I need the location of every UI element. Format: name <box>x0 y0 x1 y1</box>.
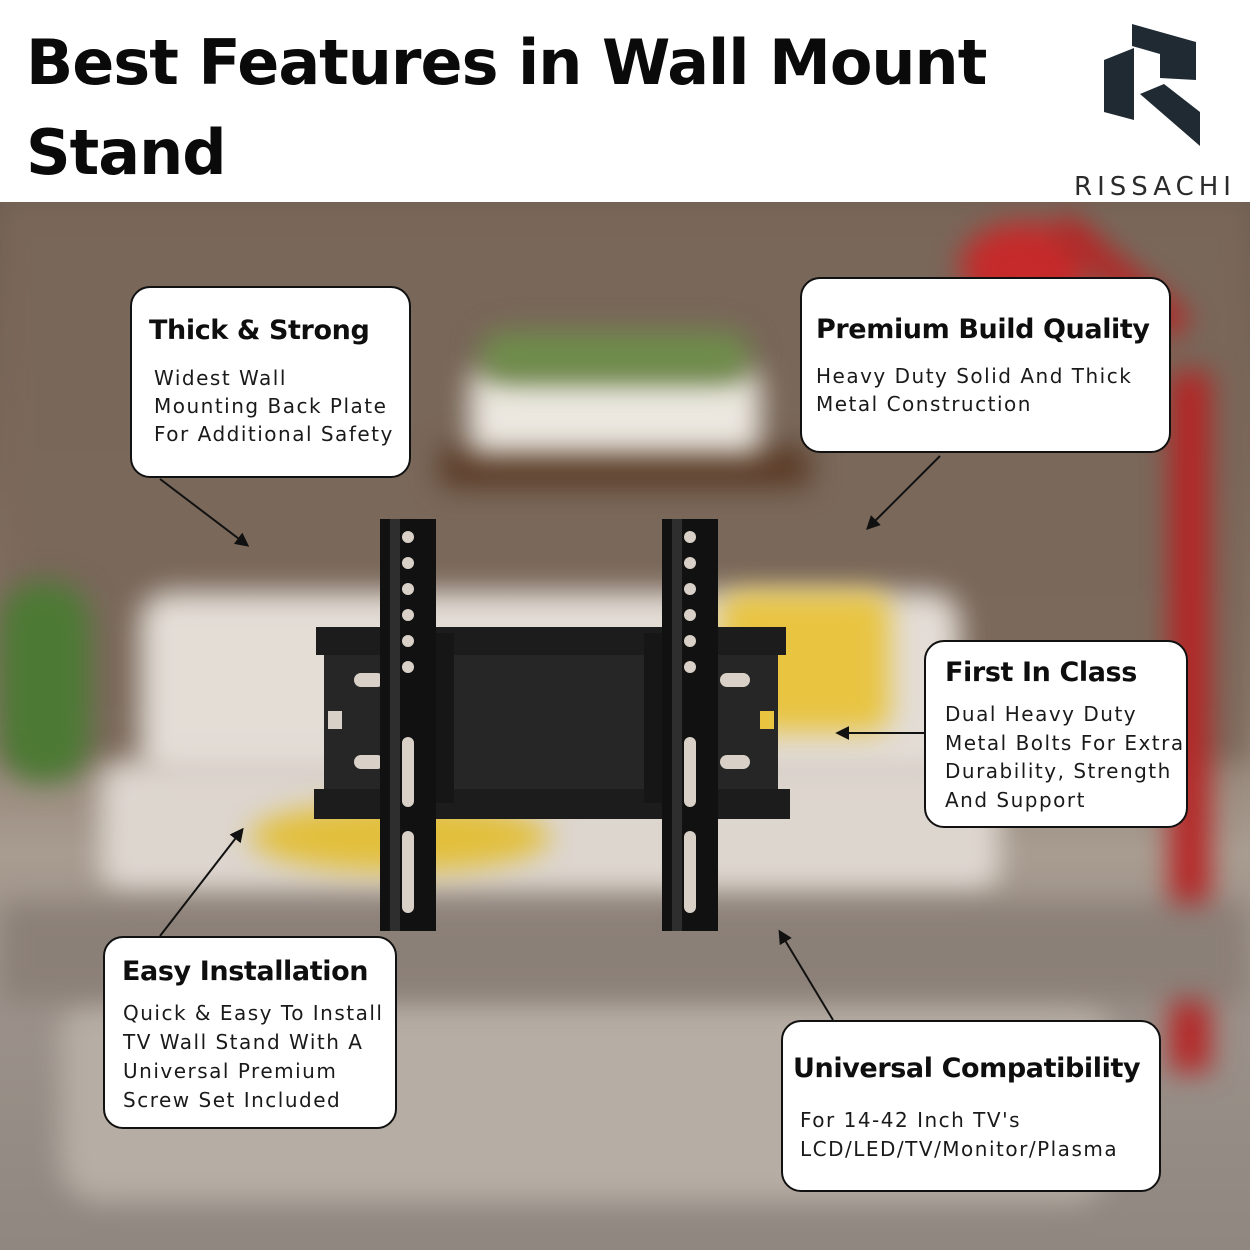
feature-line: Dual Heavy Duty <box>945 702 1138 726</box>
title-line-2: Stand <box>26 116 227 189</box>
feature-card-first-in-class: First In Class Dual Heavy Duty Metal Bol… <box>924 640 1188 828</box>
feature-card-thick-strong: Thick & Strong Widest Wall Mounting Back… <box>130 286 411 478</box>
feature-line: Metal Bolts For Extra <box>945 731 1185 755</box>
brand-name: RISSACHI <box>1074 172 1236 202</box>
feature-line: Quick & Easy To Install <box>123 1001 384 1025</box>
feature-line: Universal Premium <box>123 1059 338 1083</box>
planter-box <box>470 372 760 452</box>
rissachi-logo-icon <box>1104 24 1200 146</box>
feature-card-premium-build-quality: Premium Build Quality Heavy Duty Solid A… <box>800 277 1171 453</box>
arrow-premium-build-quality <box>866 455 941 530</box>
feature-line: LCD/LED/TV/Monitor/Plasma <box>800 1137 1119 1161</box>
brand-logo: RISSACHI <box>1070 20 1240 202</box>
feature-line: TV Wall Stand With A <box>123 1030 364 1054</box>
feature-card-easy-installation: Easy Installation Quick & Easy To Instal… <box>103 936 397 1129</box>
wall-shelf <box>440 447 810 487</box>
title-line-1: Best Features in Wall Mount <box>26 26 987 99</box>
page-title: Best Features in Wall Mount Stand <box>26 18 1026 198</box>
feature-title: First In Class <box>945 657 1137 688</box>
feature-line: For 14-42 Inch TV's <box>800 1108 1021 1132</box>
feature-line: Widest Wall <box>154 366 287 390</box>
feature-line: Metal Construction <box>816 392 1032 416</box>
feature-line: Durability, Strength <box>945 759 1172 783</box>
arrow-universal-compatibility <box>778 929 834 1021</box>
feature-line: Screw Set Included <box>123 1088 342 1112</box>
plant <box>0 582 90 782</box>
feature-title: Universal Compatibility <box>793 1053 1141 1084</box>
planter-greens <box>480 332 750 382</box>
feature-line: Mounting Back Plate <box>154 394 388 418</box>
arrow-easy-installation <box>159 827 244 937</box>
feature-line: For Additional Safety <box>154 422 394 446</box>
arrow-thick-strong <box>159 478 250 547</box>
feature-card-universal-compatibility: Universal Compatibility For 14-42 Inch T… <box>781 1020 1161 1192</box>
tv-wall-mount-bracket <box>314 519 790 931</box>
feature-title: Easy Installation <box>122 956 369 987</box>
header: Best Features in Wall Mount Stand RISSAC… <box>0 0 1250 202</box>
feature-line: Heavy Duty Solid And Thick <box>816 364 1133 388</box>
feature-title: Thick & Strong <box>149 315 370 346</box>
feature-title: Premium Build Quality <box>816 314 1150 345</box>
feature-line: And Support <box>945 788 1086 812</box>
